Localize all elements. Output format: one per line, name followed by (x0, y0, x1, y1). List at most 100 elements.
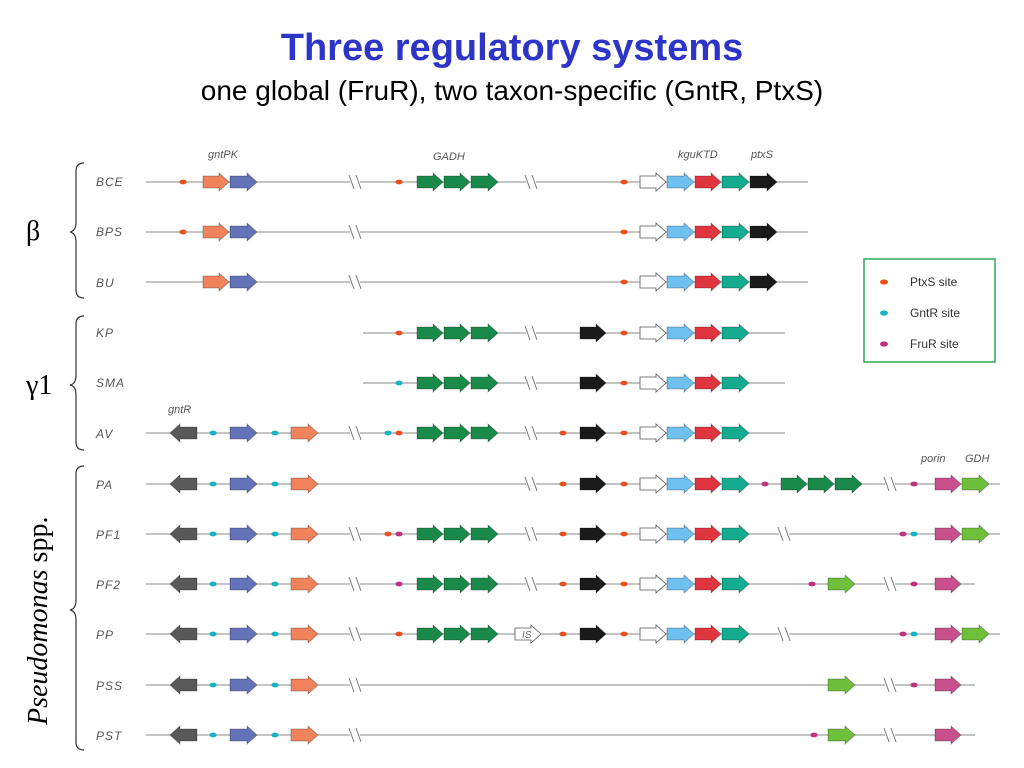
legend-ptxs-label: PtxS site (910, 275, 958, 289)
PP-ptxs-site-2 (559, 631, 567, 637)
AV-gntR-arrow (169, 423, 198, 443)
SMA-GADH-arrow-1 (416, 373, 444, 393)
PF2-ptxs-site-2 (620, 581, 628, 587)
BCE-kguT-arrow (694, 172, 722, 192)
PF2-kguT-arrow (694, 574, 722, 594)
KP-break-1 (524, 325, 538, 341)
BCE-break-2-slash-right (531, 174, 538, 190)
AV-ptxs-site-1 (395, 430, 403, 436)
BPS-break-1-slash-right (355, 224, 362, 240)
PA-gntR-arrow (169, 474, 198, 494)
PP-kguT-arrow (694, 624, 722, 644)
group-label-beta: β (26, 216, 40, 247)
AV-break-1-gap (350, 429, 360, 437)
PF2-frur-site-1 (395, 581, 403, 587)
PSS-porin-arrow (934, 675, 962, 695)
AV-kguT-arrow (694, 423, 722, 443)
PST-gntP-arrow (290, 725, 319, 745)
BU-kguD-arrow (721, 272, 750, 292)
PF1-GDH-arrow (961, 524, 990, 544)
AV-break-2-gap (526, 429, 536, 437)
slide-title: Three regulatory systems (280, 27, 744, 69)
BCE-GADH-arrow-3 (470, 172, 499, 192)
PF1-gntr-site-1 (209, 531, 217, 537)
PSS-break-2 (883, 677, 897, 693)
PF1-frur-site-1 (395, 531, 403, 537)
KP-ptxs-site-1 (395, 330, 403, 336)
BCE-break-1 (348, 174, 362, 190)
org-label-KP: KP (96, 326, 114, 340)
PF1-break-3-gap (779, 530, 789, 538)
PP-break-2-slash-right (784, 626, 791, 642)
PA-gntr-site-2 (271, 481, 279, 487)
BCE-ptxs-site-3 (620, 179, 628, 185)
BU-gntP-arrow (202, 272, 230, 292)
PP-IS-arrow (514, 624, 542, 644)
AV-ptxS-arrow (579, 423, 607, 443)
BU-ptxS-arrow (749, 272, 778, 292)
PA-frur-site-2 (910, 481, 918, 487)
PP-break-1-slash-left (348, 626, 355, 642)
PF1-break-1 (348, 526, 362, 542)
PP-gntr-site-3 (910, 631, 918, 637)
BPS-break-1-gap (350, 228, 360, 236)
PA-frur-site-1 (761, 481, 769, 487)
BPS-break-1-slash-left (348, 224, 355, 240)
AV-gntK-arrow (229, 423, 258, 443)
BU-white-arrow (639, 272, 667, 292)
SMA-kguT-arrow (694, 373, 722, 393)
PSS-frur-site-1 (910, 682, 918, 688)
org-label-SMA: SMA (96, 376, 125, 390)
PA-gntP-arrow (290, 474, 319, 494)
group-braces (69, 162, 85, 751)
BPS-kguK-arrow (666, 222, 695, 242)
PST-break-2-slash-right (890, 727, 897, 743)
PF1-kguT-arrow (694, 524, 722, 544)
AV-kguD-arrow (721, 423, 750, 443)
SMA-ptxS-arrow (579, 373, 607, 393)
PSS-break-1-gap (350, 681, 360, 689)
PF2-ptxS-arrow (579, 574, 607, 594)
PST-gntK-arrow (229, 725, 258, 745)
AV-break-1-slash-left (348, 425, 355, 441)
BCE-break-2 (524, 174, 538, 190)
group-label-gamma1: γ1 (25, 370, 52, 401)
PF2-break-3 (883, 576, 897, 592)
AV-white-arrow (639, 423, 667, 443)
org-label-BCE: BCE (96, 175, 124, 189)
brace-beta (69, 162, 85, 299)
PA-GADH-arrow-1 (780, 474, 808, 494)
brace-gamma1 (69, 315, 85, 451)
PF1-kguK-arrow (666, 524, 695, 544)
PA-break-1-gap (526, 480, 536, 488)
PF2-porin-arrow (934, 574, 962, 594)
PST-break-1-gap (350, 731, 360, 739)
PP-white-arrow (639, 624, 667, 644)
PA-GADH-arrow-3 (834, 474, 863, 494)
PF1-break-2-slash-left (524, 526, 531, 542)
PSS-break-2-gap (885, 681, 895, 689)
AV-gntP-arrow (290, 423, 319, 443)
PP-gntP-arrow (290, 624, 319, 644)
PF2-gntR-arrow (169, 574, 198, 594)
PF2-GDH-arrow (827, 574, 856, 594)
PP-ptxs-site-1 (395, 631, 403, 637)
PF1-break-1-slash-right (355, 526, 362, 542)
PSS-gntP-arrow (290, 675, 319, 695)
PF1-porin-arrow (934, 524, 962, 544)
PST-porin-arrow (934, 725, 962, 745)
PP-break-2 (777, 626, 791, 642)
PP-break-2-slash-left (777, 626, 784, 642)
KP-GADH-arrow-2 (443, 323, 471, 343)
PSS-break-1-slash-right (355, 677, 362, 693)
PSS-break-1-slash-left (348, 677, 355, 693)
PP-kguD-arrow (721, 624, 750, 644)
PF2-ptxs-site-1 (559, 581, 567, 587)
legend-ptxs-marker (880, 279, 888, 285)
PF1-ptxS-arrow (579, 524, 607, 544)
org-label-PF1: PF1 (96, 528, 121, 542)
org-label-PA: PA (96, 478, 113, 492)
legend-frur-label: FruR site (910, 337, 959, 351)
legend: PtxS site GntR site FruR site (863, 258, 996, 363)
PF2-break-3-slash-right (890, 576, 897, 592)
